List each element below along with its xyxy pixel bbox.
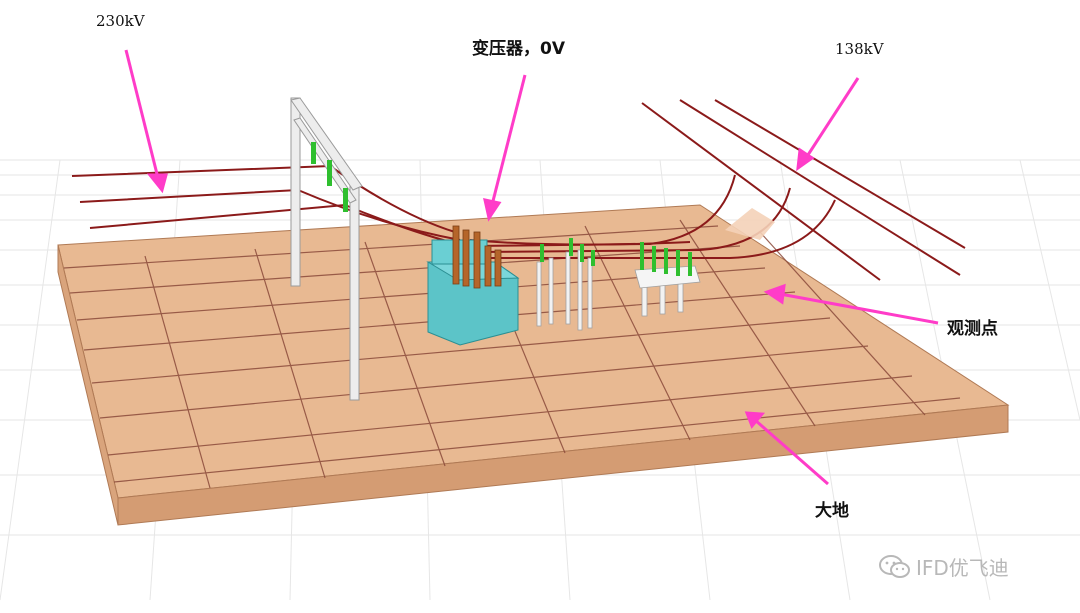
arrow-observation [779,292,939,325]
arrow-138kv [804,77,860,159]
label-ground: 大地 [815,501,849,521]
label-138kv: 138kV [835,40,884,58]
label-transformer: 变压器，0V [472,39,565,59]
gantry-structure [290,97,363,401]
transformer-bushings [452,225,502,289]
wechat-icon [879,554,910,578]
switchgear [536,238,701,331]
gantry-insulators [311,142,348,212]
pointer-arrows [124,49,939,486]
transformer [426,225,520,346]
arrow-ground [754,418,829,486]
ground-slab [57,204,1010,526]
watermark-text: IFD优飞迪 [916,556,1009,580]
arrow-transformer [490,74,527,206]
label-observation-point: 观测点 [947,319,998,339]
observation-patch [725,208,775,240]
watermark: IFD优飞迪 [878,552,1009,581]
label-230kv: 230kV [96,12,145,30]
arrow-230kv [124,49,160,179]
